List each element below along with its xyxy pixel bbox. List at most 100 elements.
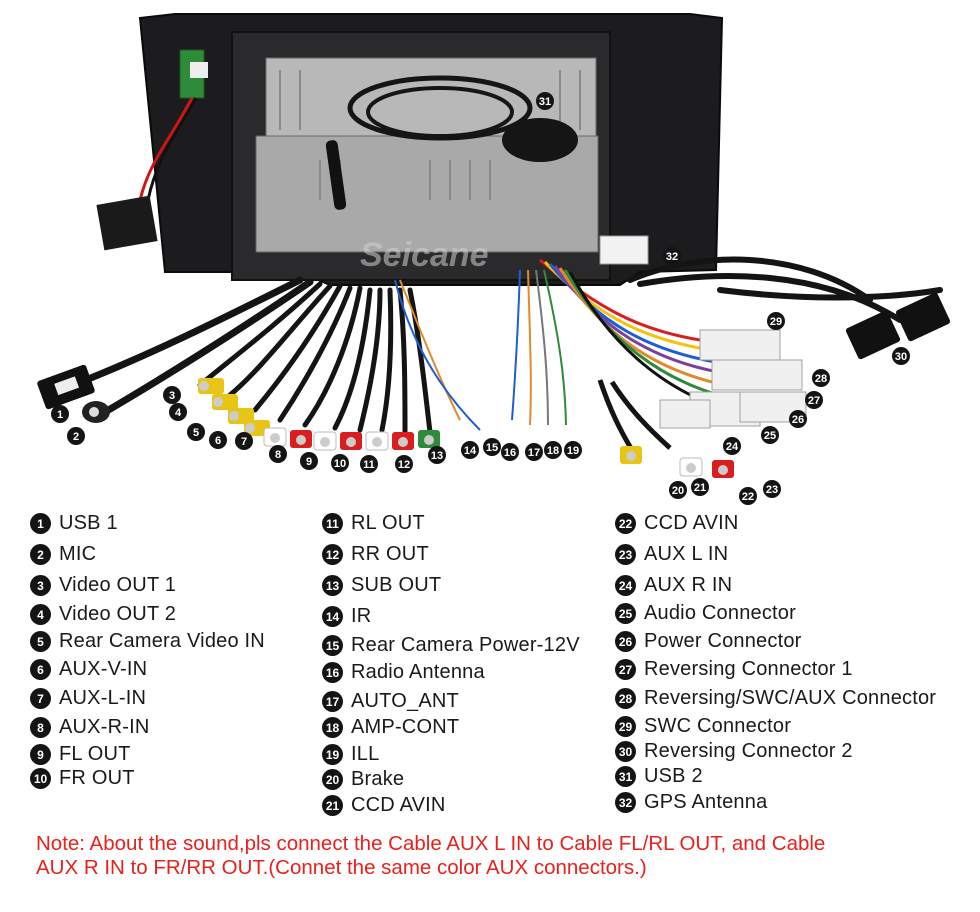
legend-number-badge: 6 — [30, 659, 51, 680]
callout-number: 22 — [742, 491, 754, 503]
callout-marker: 6 — [209, 431, 227, 449]
callout-number: 27 — [808, 395, 820, 407]
callout-marker: 15 — [483, 438, 501, 456]
legend-number-badge: 30 — [615, 741, 636, 762]
callout-marker: 4 — [169, 403, 187, 421]
legend-number-badge: 20 — [322, 769, 343, 790]
callout-number: 7 — [241, 436, 247, 448]
callout-marker: 2 — [67, 427, 85, 445]
callout-marker: 14 — [461, 441, 479, 459]
callout-number: 11 — [363, 459, 375, 471]
legend-label: IR — [351, 605, 372, 627]
legend-number-badge: 13 — [322, 575, 343, 596]
callout-marker: 1 — [51, 405, 69, 423]
legend-item: 12 RR OUT — [322, 543, 429, 566]
legend-number-badge: 25 — [615, 603, 636, 624]
wiring-photo: Seicane — [37, 13, 951, 505]
legend-label: Power Connector — [644, 630, 802, 652]
callout-number: 13 — [431, 450, 443, 462]
callout-marker: 28 — [812, 369, 830, 387]
legend-number-badge: 1 — [30, 513, 51, 534]
legend-label: Reversing/SWC/AUX Connector — [644, 687, 937, 709]
callout-marker: 27 — [805, 391, 823, 409]
legend-number-badge: 11 — [322, 513, 343, 534]
callout-number: 15 — [486, 442, 498, 454]
legend-label: FR OUT — [59, 767, 135, 789]
legend-item: 25 Audio Connector — [615, 602, 796, 625]
callout-number: 8 — [275, 449, 281, 461]
callout-number: 6 — [215, 435, 221, 447]
callout-marker: 23 — [763, 480, 781, 498]
callout-marker: 29 — [767, 312, 785, 330]
callout-number: 29 — [770, 316, 782, 328]
legend-label: SUB OUT — [351, 574, 442, 596]
legend-number-badge: 15 — [322, 635, 343, 656]
legend-label: AUX-L-IN — [59, 687, 147, 709]
callout-marker: 7 — [235, 432, 253, 450]
legend-number-badge: 29 — [615, 716, 636, 737]
legend-label: SWC Connector — [644, 715, 792, 737]
legend-number-badge: 27 — [615, 659, 636, 680]
callout-marker: 32 — [663, 247, 681, 265]
legend-label: RR OUT — [351, 543, 429, 565]
legend-item: 14 IR — [322, 605, 371, 628]
legend-label: FL OUT — [59, 743, 131, 765]
callout-marker: 24 — [723, 437, 741, 455]
callout-number: 4 — [175, 407, 182, 419]
callout-number: 1 — [57, 409, 63, 421]
callout-number: 18 — [547, 445, 559, 457]
legend-label: Reversing Connector 1 — [644, 658, 853, 680]
legend-label: Audio Connector — [644, 602, 796, 624]
wifi-antenna — [325, 140, 347, 210]
legend-item: 7 AUX-L-IN — [30, 687, 146, 710]
rca-plugs-right — [597, 379, 672, 452]
legend-number-badge: 32 — [615, 792, 636, 813]
callout-number: 10 — [334, 458, 346, 470]
legend-number-badge: 12 — [322, 544, 343, 565]
legend-number-badge: 8 — [30, 717, 51, 738]
side-connector — [96, 195, 158, 251]
legend-number-badge: 14 — [322, 606, 343, 627]
legend-number-badge: 19 — [322, 744, 343, 765]
callout-marker: 3 — [163, 386, 181, 404]
callout-marker: 8 — [269, 445, 287, 463]
callout-number: 19 — [567, 445, 579, 457]
legend-label: USB 2 — [644, 765, 703, 787]
legend-label: AUX-R-IN — [59, 716, 150, 738]
callout-marker: 30 — [892, 347, 910, 365]
callout-marker: 21 — [691, 478, 709, 496]
legend-label: Rear Camera Power-12V — [351, 634, 580, 656]
legend-number-badge: 23 — [615, 544, 636, 565]
usb2-plug-a — [845, 310, 901, 360]
radio-antenna-connector — [599, 235, 649, 265]
legend-number-badge: 17 — [322, 691, 343, 712]
rca-plugs-left — [198, 378, 440, 451]
callout-marker: 31 — [536, 92, 554, 110]
legend-item: 8 AUX-R-IN — [30, 716, 150, 739]
legend-number-badge: 16 — [322, 662, 343, 683]
callout-number: 3 — [169, 390, 175, 402]
legend-number-badge: 7 — [30, 688, 51, 709]
legend-label: AUX-V-IN — [59, 658, 148, 680]
usb2-plug-b — [895, 292, 951, 342]
callout-number: 17 — [528, 447, 540, 459]
callout-number: 24 — [726, 441, 739, 453]
legend-item: 27 Reversing Connector 1 — [615, 658, 853, 681]
legend-label: CCD AVIN — [351, 794, 446, 816]
legend-number-badge: 2 — [30, 544, 51, 565]
